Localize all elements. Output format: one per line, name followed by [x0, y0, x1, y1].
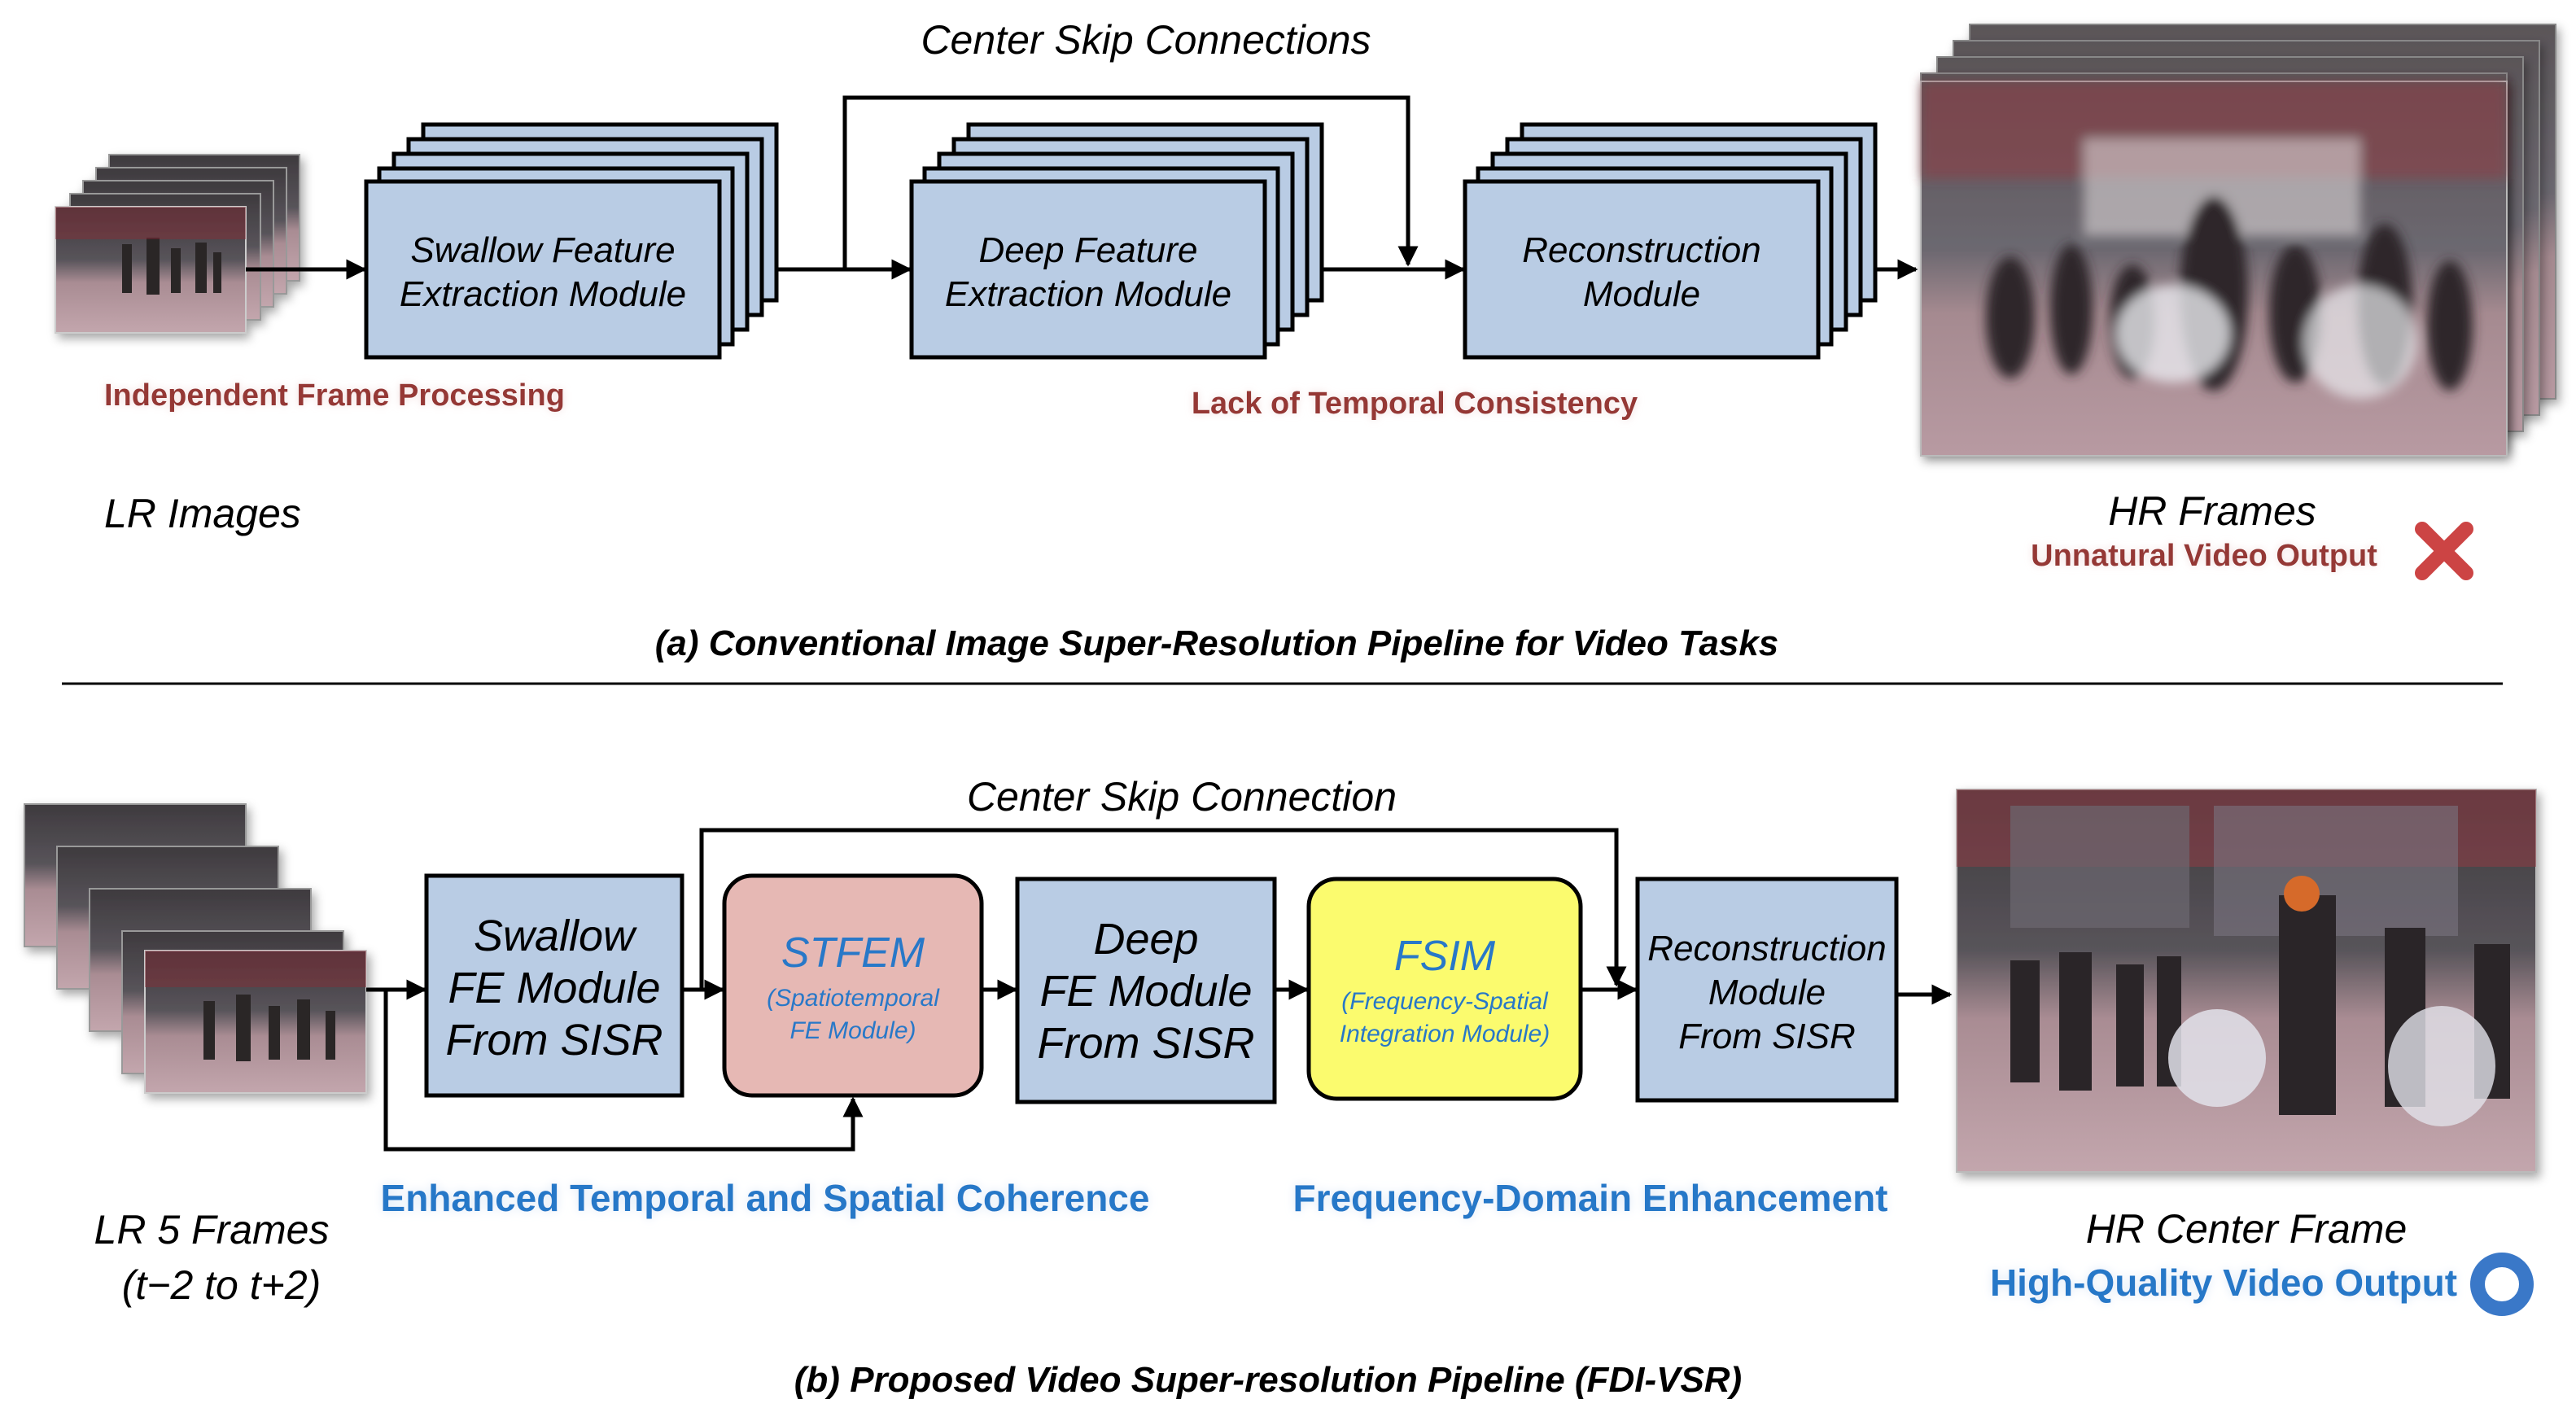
module1-line2: Extraction Module	[400, 274, 686, 314]
bottom-arrows	[366, 828, 1953, 1152]
fsim-sub-line1: (Frequency-Spatial	[1341, 988, 1549, 1015]
lr-5-frames-stack	[24, 803, 367, 1094]
x-mark-icon	[2415, 522, 2473, 580]
b-module2-line2: FE Module	[1039, 967, 1252, 1016]
b-module1-line3: From SISR	[445, 1016, 663, 1065]
bottom-skip-connection	[699, 828, 1627, 990]
deep-feature-module-stack: Deep Feature Extraction Module	[909, 122, 1324, 360]
stfem-title: STFEM	[781, 929, 925, 977]
module3-line2: Module	[1583, 274, 1700, 314]
b-module2-line1: Deep	[1093, 915, 1198, 964]
note-unnatural-output: Unnatural Video Output	[2031, 539, 2377, 573]
caption-b: (b) Proposed Video Super-resolution Pipe…	[794, 1360, 1742, 1400]
caption-a: (a) Conventional Image Super-Resolution …	[655, 623, 1779, 663]
note-enhanced-coherence: Enhanced Temporal and Spatial Coherence	[381, 1177, 1150, 1219]
bottom-input-label-line1: LR 5 Frames	[94, 1207, 330, 1253]
b-module3-line2: Module	[1708, 973, 1826, 1012]
circle-icon	[2470, 1253, 2534, 1316]
reconstruction-module-box	[1635, 877, 1899, 1103]
stfem-sub-line2: FE Module)	[789, 1017, 916, 1044]
module1-line1: Swallow Feature	[410, 230, 675, 270]
note-frequency-domain: Frequency-Domain Enhancement	[1292, 1177, 1887, 1219]
bottom-skip-label: Center Skip Connection	[967, 774, 1397, 820]
fsim-sub-line2: Integration Module)	[1340, 1021, 1550, 1047]
module2-line1: Deep Feature	[978, 230, 1197, 270]
b-module3-line1: Reconstruction	[1647, 929, 1886, 968]
top-arrows	[246, 95, 1918, 280]
b-module3-line3: From SISR	[1678, 1017, 1856, 1056]
arrow-bypass-to-stfem	[383, 990, 864, 1152]
reconstruction-module-stack: Reconstruction Module	[1463, 122, 1878, 360]
b-module1-line1: Swallow	[474, 912, 637, 960]
hr-center-frame	[1956, 789, 2537, 1173]
top-output-label: HR Frames	[2108, 488, 2316, 534]
b-module2-line3: From SISR	[1037, 1019, 1254, 1068]
top-input-label: LR Images	[104, 491, 301, 536]
module3-line1: Reconstruction	[1522, 230, 1760, 270]
note-independent-frame: Independent Frame Processing	[104, 378, 565, 413]
stfem-sub-line1: (Spatiotemporal	[767, 985, 940, 1012]
note-high-quality-output: High-Quality Video Output	[1990, 1261, 2457, 1304]
top-pipeline: Swallow Feature Extraction Module Deep F…	[55, 17, 2556, 663]
bottom-pipeline: Swallow FE Module From SISR STFEM (Spati…	[24, 774, 2537, 1400]
lr-frames-stack-top	[55, 154, 300, 334]
top-skip-connection	[842, 95, 1419, 269]
fsim-title: FSIM	[1394, 933, 1496, 980]
swallow-fe-module-box	[424, 873, 684, 1098]
note-lack-temporal: Lack of Temporal Consistency	[1192, 387, 1638, 421]
module2-line2: Extraction Module	[945, 274, 1231, 314]
b-module1-line2: FE Module	[448, 964, 660, 1012]
bottom-input-label-line2: (t−2 to t+2)	[122, 1262, 321, 1308]
shallow-feature-module-stack: Swallow Feature Extraction Module	[364, 122, 779, 360]
top-skip-label: Center Skip Connections	[921, 17, 1371, 63]
bottom-output-label: HR Center Frame	[2086, 1206, 2408, 1252]
hr-frames-stack-top	[1920, 24, 2556, 457]
